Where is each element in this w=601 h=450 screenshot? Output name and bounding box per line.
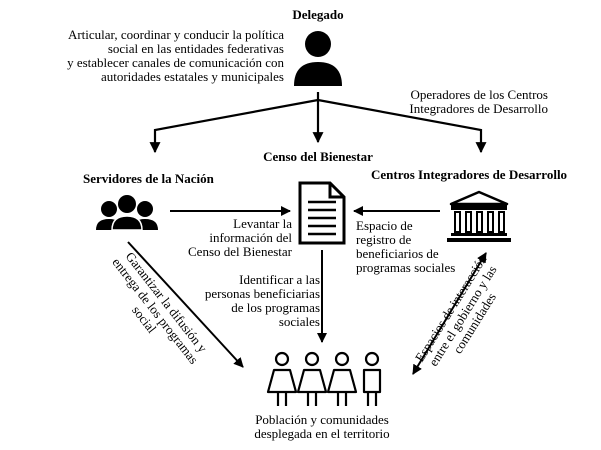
identificar-line: de los programas (231, 300, 320, 315)
espacio-registro-line: beneficiarios de (356, 246, 439, 261)
delegado-role-text: Articular, coordinar y conducir la polít… (10, 28, 284, 84)
delegado-title: Delegado (292, 7, 344, 22)
operadores-label: Operadores de los Centros Integradores d… (380, 88, 548, 116)
delegado-role-line: autoridades estatales y municipales (100, 69, 284, 84)
identificar-line: personas beneficiarias (204, 286, 320, 301)
censo-title: Censo del Bienestar (263, 149, 373, 164)
delegado-role-line: social en las entidades federativas (107, 41, 284, 56)
levantar-label: Levantar la información del Censo del Bi… (170, 217, 292, 259)
identificar-line: sociales (278, 314, 320, 329)
levantar-line: Levantar la (233, 216, 292, 231)
delegado-arrows (149, 92, 487, 154)
levantar-line: Censo del Bienestar (188, 244, 292, 259)
poblacion-title: Población y comunidades desplegada en el… (232, 413, 412, 441)
espacio-registro-line: programas sociales (356, 260, 456, 275)
delegado-role-line: y establecer canales de comunicación con (67, 55, 284, 70)
espacio-registro-line: Espacio de (356, 218, 413, 233)
espacio-registro-label: Espacio de registro de beneficiarios de … (356, 219, 476, 275)
people-row-icon (266, 351, 382, 406)
document-icon (298, 181, 346, 245)
building-icon (447, 190, 511, 242)
delegado-role-line: Articular, coordinar y conducir la polít… (67, 27, 284, 42)
espacios-interaccion-arrow (412, 252, 487, 375)
group-icon (96, 195, 158, 231)
servidores-title: Servidores de la Nación (83, 171, 214, 186)
levantar-line: información del (209, 230, 292, 245)
garantizar-arrow (127, 241, 244, 368)
operadores-line: Operadores de los Centros (410, 87, 548, 102)
identificar-line: Identificar a las (239, 272, 320, 287)
espacio-registro-line: registro de (356, 232, 412, 247)
identificar-label: Identificar a las personas beneficiarias… (190, 273, 320, 329)
operadores-line: Integradores de Desarrollo (409, 101, 548, 116)
poblacion-line: Población y comunidades (255, 412, 389, 427)
poblacion-line: desplegada en el territorio (254, 426, 390, 441)
centros-title: Centros Integradores de Desarrollo (371, 167, 568, 182)
person-icon (294, 31, 342, 86)
